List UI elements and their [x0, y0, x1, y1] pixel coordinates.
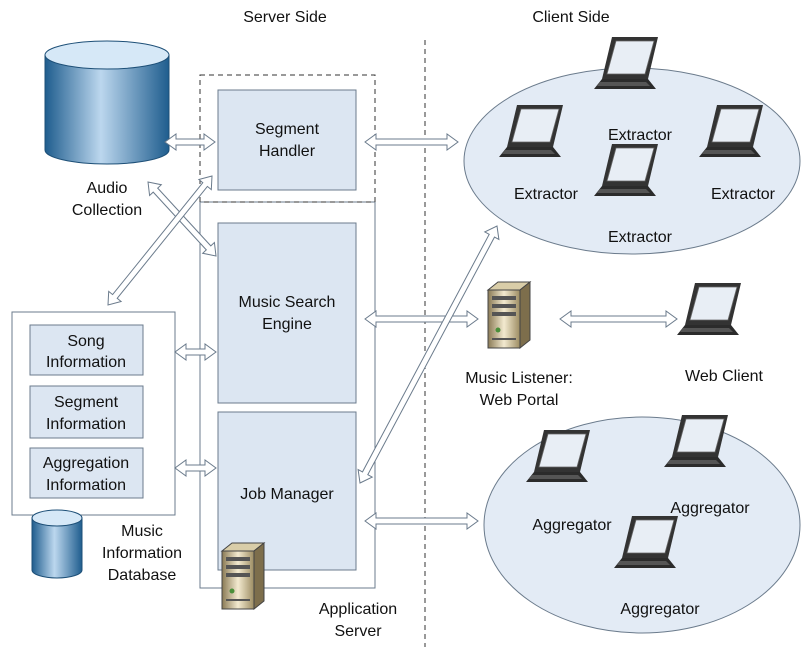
- application-server-label-1: Application: [319, 601, 397, 618]
- aggregation-information-label-1: Aggregation: [43, 455, 129, 472]
- arrow-segment-handler-to-extractors: [364, 133, 459, 151]
- song-information-table: [29, 324, 144, 376]
- web-portal-label-2: Web Portal: [480, 392, 559, 409]
- web-portal-server-icon: [487, 281, 531, 349]
- music-information-database-label-3: Database: [108, 567, 177, 584]
- music-information-database-icon: [31, 509, 83, 579]
- arrow-audio-to-search-engine: [147, 181, 217, 257]
- song-information-label-2: Information: [46, 354, 126, 371]
- application-server-label-2: Server: [334, 623, 382, 640]
- arrow-aggregation-info-to-job-manager: [174, 459, 217, 477]
- segment-information-table: [29, 385, 144, 439]
- music-search-engine-label-2: Engine: [262, 316, 312, 333]
- song-information-label-1: Song: [67, 333, 104, 350]
- application-server-icon: [221, 542, 265, 610]
- extractor-laptop-icon: [593, 36, 659, 90]
- arrow-search-engine-to-web-portal: [364, 310, 479, 328]
- audio-collection-label-1: Audio: [87, 180, 128, 197]
- music-search-engine-box: [217, 222, 357, 404]
- aggregation-information-table: [29, 447, 144, 499]
- segment-information-label-2: Information: [46, 416, 126, 433]
- segment-handler-label-1: Segment: [255, 121, 320, 138]
- arrow-job-manager-to-extractors: [357, 225, 500, 484]
- extractor-label-bottom: Extractor: [608, 229, 673, 246]
- web-client-laptop-icon: [676, 282, 742, 336]
- arrow-job-manager-to-aggregators: [364, 512, 479, 530]
- aggregation-information-label-2: Information: [46, 477, 126, 494]
- extractor-label-right: Extractor: [711, 186, 776, 203]
- aggregator-label-right: Aggregator: [670, 500, 750, 517]
- arrow-web-portal-to-web-client: [559, 310, 678, 328]
- aggregator-label-bottom: Aggregator: [620, 601, 700, 618]
- job-manager-label: Job Manager: [240, 486, 334, 503]
- music-search-engine-label-1: Music Search: [239, 294, 336, 311]
- arrow-segment-handler-to-db: [107, 175, 213, 306]
- segment-handler-box: [217, 89, 357, 191]
- audio-collection-database-icon: [44, 40, 170, 165]
- connection-arrows: [107, 133, 678, 530]
- web-client-label: Web Client: [685, 368, 764, 385]
- audio-collection-label-2: Collection: [72, 202, 142, 219]
- extractor-label-left: Extractor: [514, 186, 579, 203]
- server-side-header: Server Side: [243, 9, 327, 26]
- client-side-header: Client Side: [532, 9, 609, 26]
- arrow-audio-to-segment-handler: [164, 133, 216, 151]
- aggregator-label-left: Aggregator: [532, 517, 612, 534]
- music-information-database-label-2: Information: [102, 545, 182, 562]
- extractor-label-top: Extractor: [608, 127, 673, 144]
- segment-information-label-1: Segment: [54, 394, 119, 411]
- segment-handler-label-2: Handler: [259, 143, 316, 160]
- arrow-song-info-to-search-engine: [174, 343, 217, 361]
- music-information-database-label-1: Music: [121, 523, 163, 540]
- web-portal-label-1: Music Listener:: [465, 370, 573, 387]
